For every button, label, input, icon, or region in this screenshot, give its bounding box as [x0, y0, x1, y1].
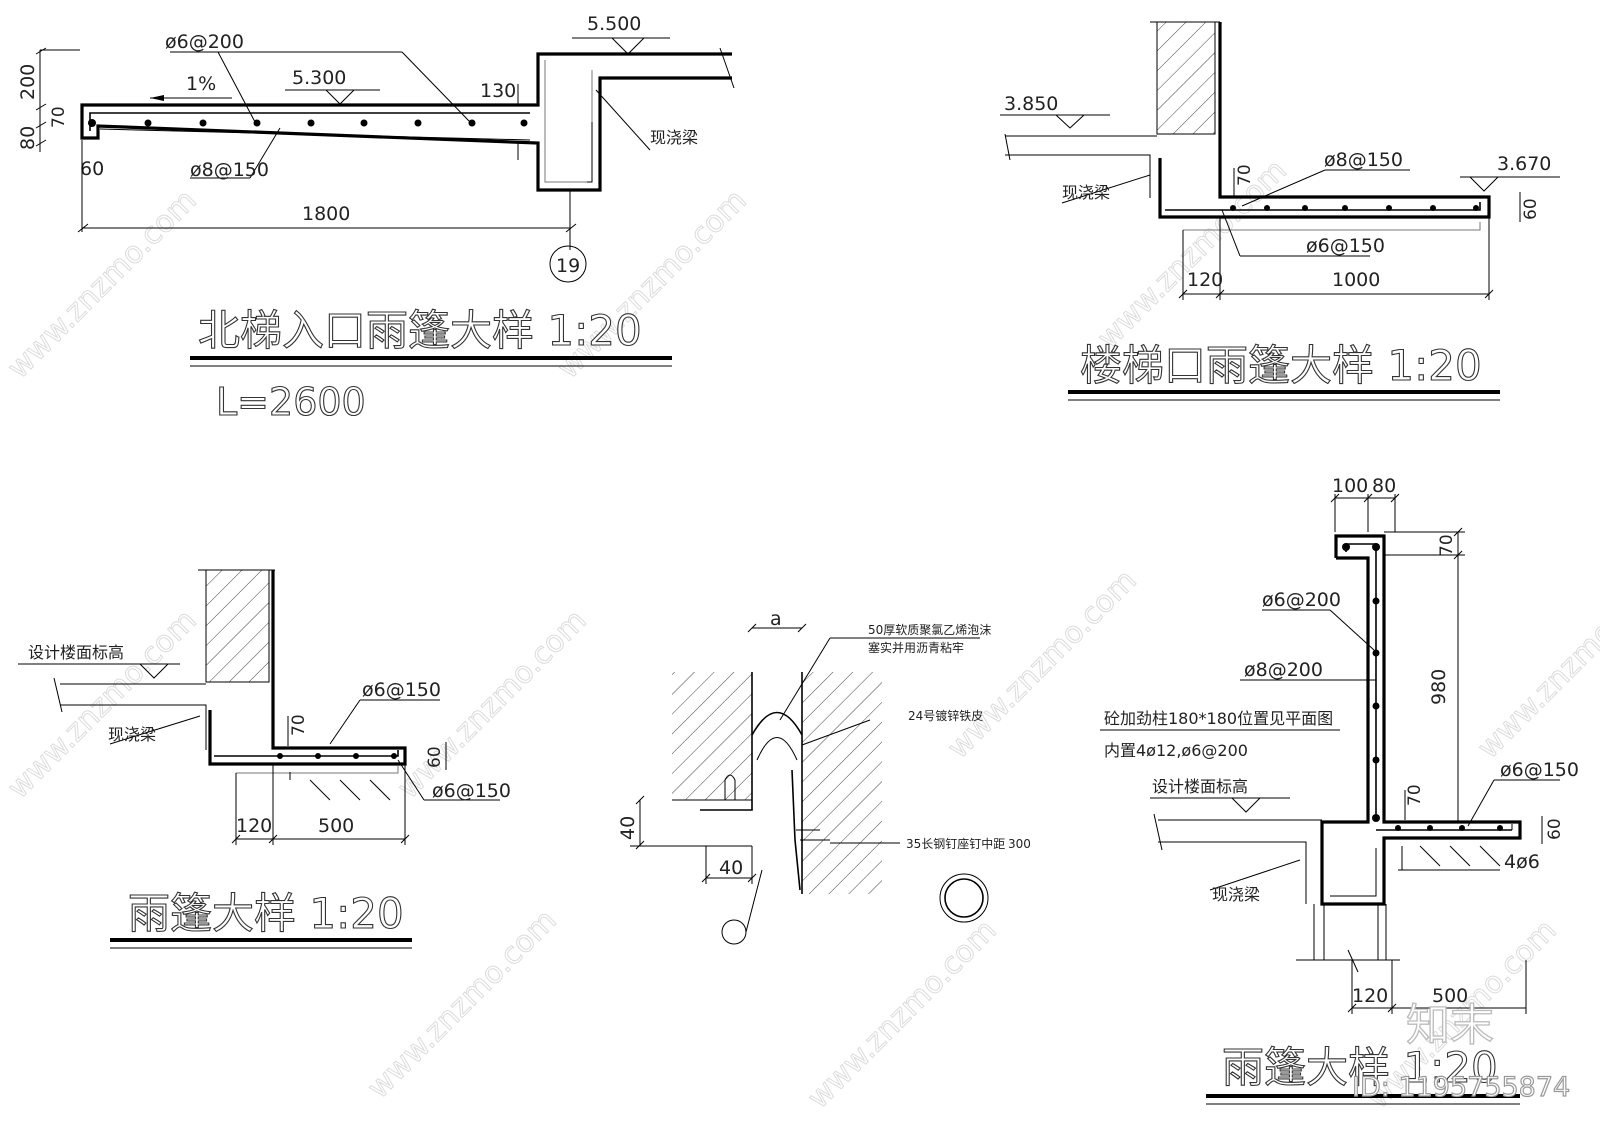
span-1000: 1000	[1332, 269, 1380, 291]
bars-4d6: 4ø6	[1504, 851, 1540, 873]
dim-980: 980	[1428, 669, 1450, 705]
dim-120: 120	[1352, 985, 1388, 1007]
span-500: 500	[318, 815, 354, 837]
dim-200: 200	[17, 64, 39, 100]
dim-80: 80	[1372, 475, 1396, 497]
rebar-dots	[88, 119, 528, 127]
floor-label: 设计楼面标高	[1152, 777, 1248, 796]
span-1800: 1800	[302, 203, 350, 225]
rebar-bottom-label: ø6@150	[432, 780, 511, 802]
column-note-1: 砼加劲柱180*180位置见平面图	[1104, 709, 1333, 728]
nail-spacing: 300	[1008, 837, 1031, 851]
note-foam-1: 50厚软质聚氯乙烯泡沫	[868, 623, 991, 637]
detail-title: 雨篷大样 1:20	[128, 889, 404, 938]
dim-60: 60	[1521, 198, 1541, 220]
rebar-top-label: ø8@150	[1324, 149, 1403, 171]
elevation-5500: 5.500	[587, 13, 641, 35]
dim-70-top: 70	[1437, 534, 1457, 556]
detail-title: 北梯入口雨篷大样 1:20	[198, 306, 642, 355]
dim-120: 120	[1187, 269, 1223, 291]
dim-40-vertical: 40	[617, 816, 639, 840]
beam-label: 现浇梁	[1212, 885, 1260, 904]
beam-label: 现浇梁	[650, 128, 698, 147]
column-note-2: 内置4ø12,ø6@200	[1104, 741, 1248, 760]
note-sheet: 24号镀锌铁皮	[908, 709, 983, 723]
dim-60: 60	[80, 158, 104, 180]
dim-60: 60	[425, 746, 445, 768]
note-foam-2: 塞实并用沥青粘牢	[868, 640, 964, 655]
watermark-text: www.znzmo.com	[801, 913, 1004, 1116]
rebar-top-label: ø6@150	[362, 679, 441, 701]
dim-40-horizontal: 40	[719, 857, 743, 879]
watermark-text: www.znzmo.com	[551, 183, 754, 386]
rebar-bottom-label: ø6@150	[1306, 235, 1385, 257]
rebar-bottom-label: ø8@150	[190, 159, 269, 181]
dim-70: 70	[1405, 784, 1425, 806]
watermark-text: www.znzmo.com	[1, 603, 204, 806]
beam-label: 现浇梁	[108, 725, 156, 744]
rebar-label-2: ø8@200	[1244, 659, 1323, 681]
axis-19: 19	[556, 255, 580, 277]
dim-70: 70	[289, 714, 309, 736]
dim-70: 70	[49, 106, 69, 128]
brand-id: ID: 1195755874	[1352, 1072, 1570, 1103]
dim-130: 130	[480, 80, 516, 102]
gap-a: a	[770, 608, 782, 630]
dim-120: 120	[236, 815, 272, 837]
detail-title: 雨篷大样 1:20	[1222, 1043, 1498, 1092]
slope-label: 1%	[186, 73, 216, 95]
rebar-dots	[1230, 205, 1479, 211]
brand-mark: 知末 ID: 1195755874	[1351, 999, 1570, 1103]
detail-stair-entrance-canopy: 3.850 3.670 ø8@150 ø6@150 70 60 现浇梁	[1000, 21, 1560, 401]
rebar-label-1: ø6@200	[1262, 589, 1341, 611]
watermark-text: www.znzmo.com	[391, 603, 594, 806]
watermark-text: www.znzmo.com	[1, 183, 204, 386]
elevation-3670: 3.670	[1497, 153, 1551, 175]
rebar-slab-label: ø6@150	[1500, 759, 1579, 781]
watermark-text: www.znzmo.com	[1091, 153, 1294, 356]
brand-logo: 知末	[1406, 1000, 1494, 1051]
rebar-dots	[277, 753, 397, 759]
note-nail: 35长钢钉座钉中距	[906, 836, 1005, 851]
floor-label: 设计楼面标高	[28, 643, 124, 662]
elevation-5300: 5.300	[292, 67, 346, 89]
beam-label: 现浇梁	[1062, 183, 1110, 202]
detail-north-stair-canopy: 5.500 ø6@200 1% 5.30	[17, 13, 735, 425]
dim-60: 60	[1545, 818, 1565, 840]
dim-100: 100	[1332, 475, 1368, 497]
detail-canopy-500: 设计楼面标高 ø6@150 70 60 ø6@150 现浇梁	[18, 569, 511, 949]
detail-title: 楼梯口雨篷大样 1:20	[1080, 341, 1482, 390]
span-500: 500	[1432, 985, 1468, 1007]
rebar-dots	[1342, 543, 1503, 831]
length-note: L=2600	[216, 380, 366, 424]
dim-80: 80	[17, 126, 39, 150]
dim-70: 70	[1235, 164, 1255, 186]
watermark-text: www.znzmo.com	[941, 563, 1144, 766]
rebar-top-label: ø6@200	[165, 31, 244, 53]
detail-canopy-with-upstand: 100 80 70 980 ø6@200	[1100, 475, 1579, 1105]
watermark-text: www.znzmo.com	[1471, 563, 1600, 766]
detail-expansion-joint: a 50厚软质聚氯乙烯泡沫 塞实并用沥青粘牢 24号镀锌铁皮 35长钢钉座钉中距…	[617, 608, 1031, 945]
elevation-3850: 3.850	[1004, 93, 1058, 115]
